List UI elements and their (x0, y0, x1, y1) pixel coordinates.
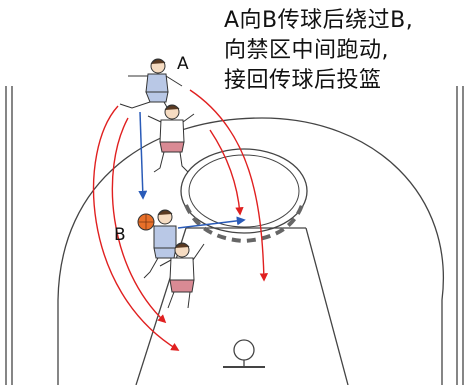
free-throw-dashed-half (184, 204, 304, 244)
free-throw-circle-inner (188, 154, 300, 228)
three-point-arc (57, 117, 444, 385)
defender-bottom-arms (159, 243, 205, 267)
pass-b-to-a (177, 216, 246, 229)
defender-top-hair (164, 104, 180, 111)
defender-top-jersey (159, 119, 185, 143)
player-b-hair (157, 209, 173, 216)
player-b-jersey (153, 225, 177, 249)
defender-bottom-hair (174, 242, 190, 249)
run-paths (92, 89, 269, 351)
player-a-shorts (145, 91, 169, 103)
defender-top-arms (147, 113, 195, 123)
caption-line-2: 向禁区中间跑动, (224, 38, 389, 63)
defender-top-legs (153, 151, 189, 173)
court-lines (5, 86, 464, 385)
pass-a-to-b (138, 111, 148, 200)
lane-right (305, 227, 349, 385)
defender-bottom-legs (167, 291, 191, 309)
basket-ring (233, 339, 255, 361)
caption-line-1: A向B传球后绕过B, (224, 8, 414, 33)
player-b-label: B (114, 225, 126, 245)
a-cut-path (189, 89, 269, 282)
player-a (119, 58, 183, 117)
defender-bottom-jersey (169, 257, 195, 281)
caption-line-3: 接回传球后投篮 (224, 68, 382, 93)
player-a-jersey (145, 73, 169, 93)
pass-paths (138, 111, 246, 229)
player-b-shorts (153, 247, 177, 259)
b-move-path (209, 129, 244, 216)
defender-bottom-shorts (169, 279, 195, 293)
player-a-legs (119, 101, 173, 117)
player-a-hair (150, 58, 166, 65)
a-run-path-middle (111, 117, 167, 324)
player-a-label: A (177, 54, 189, 74)
defender-top-shorts (159, 141, 185, 153)
defender-bottom (159, 242, 205, 309)
defender-top (147, 104, 195, 173)
player-a-arms (128, 75, 183, 87)
basketball-seam (138, 214, 154, 230)
a-run-path-outer (92, 105, 180, 351)
free-throw-circle (180, 148, 308, 234)
